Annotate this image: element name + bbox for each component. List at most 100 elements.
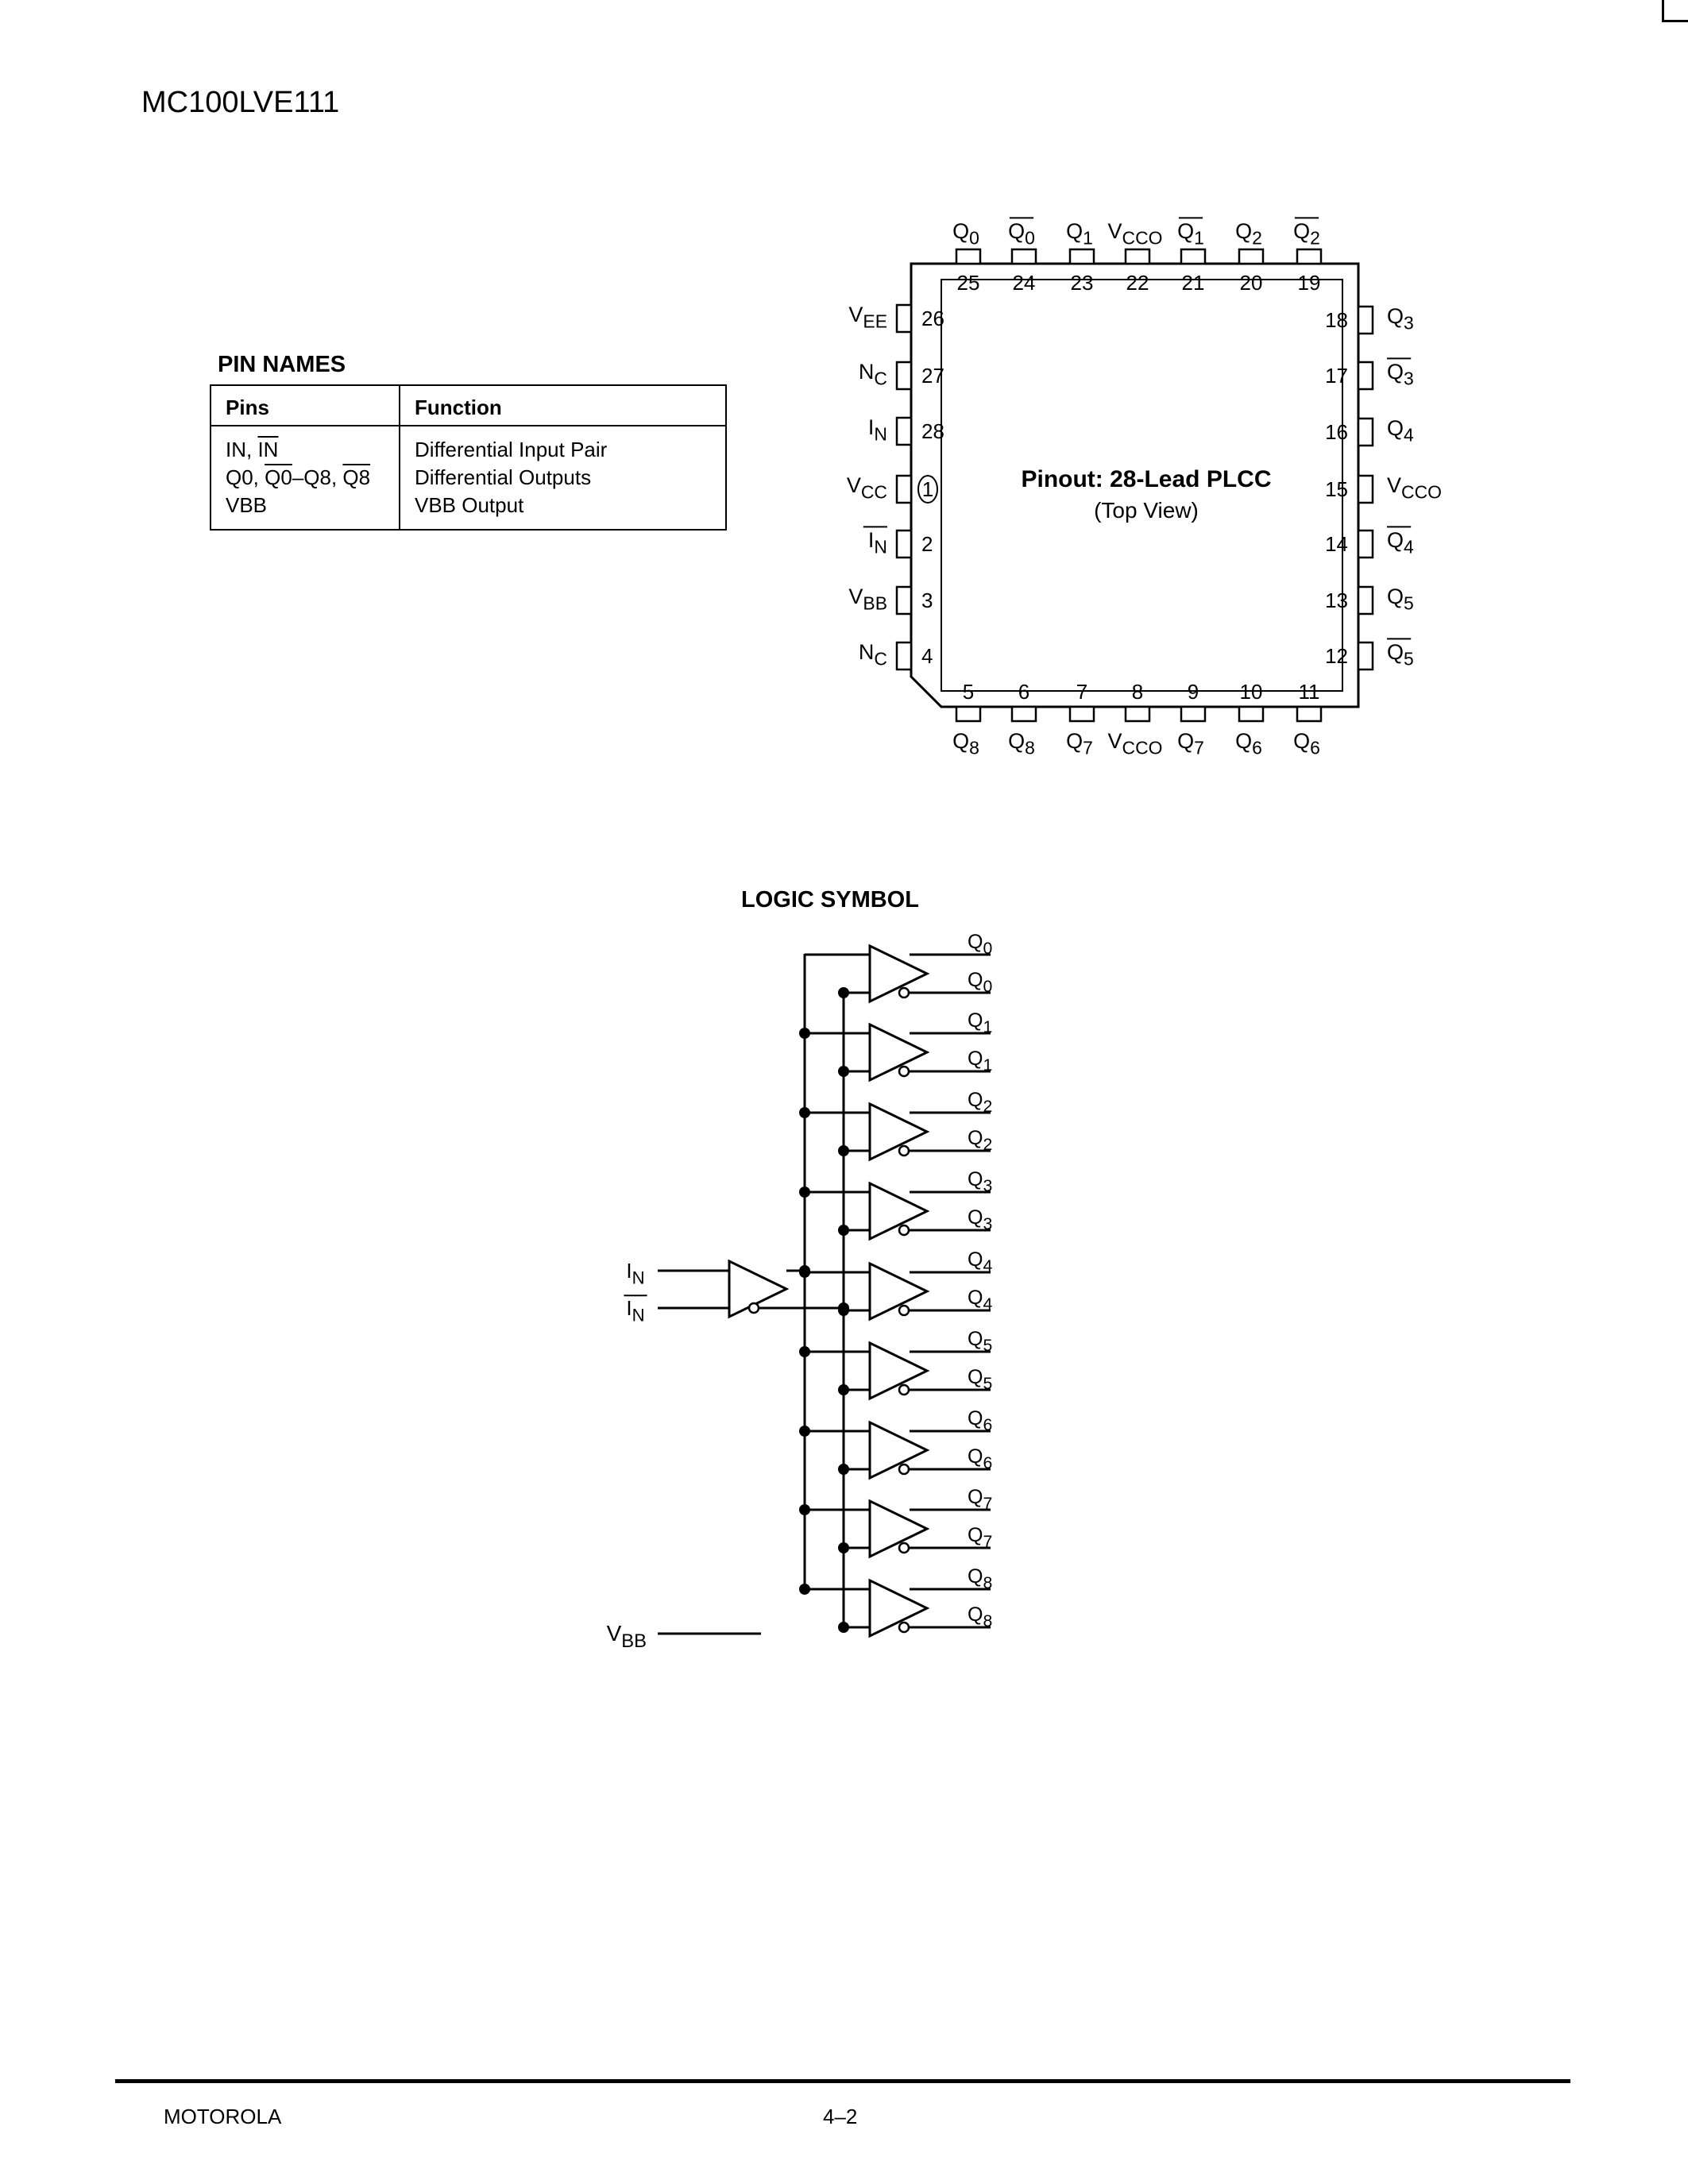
buffer-triangle [868,1261,930,1322]
pin-number: 27 [921,364,944,388]
inversion-bubble [898,1144,910,1157]
inversion-bubble [898,1065,910,1078]
q-output-label: Q3 [968,1168,992,1195]
q-bar-output-label: Q0 [968,969,992,996]
pin-lead [895,416,913,446]
pin-lead [1357,585,1374,615]
q-bar-output-label: Q5 [968,1366,992,1393]
pin-label: VEE [848,303,887,332]
pin-lead [955,248,982,265]
pin-lead [1357,529,1374,559]
pins-row-1: IN, IN [226,438,279,461]
q-output-label: Q7 [968,1486,992,1513]
pin-number: 18 [1325,308,1348,332]
inversion-bubble [898,1224,910,1237]
pin-lead [895,641,913,671]
pin-label: Q1 [1066,219,1093,249]
pin-lead [1357,361,1374,391]
pin-lead [955,705,982,723]
pin-bottom-7: 7Q7 [1066,680,1095,758]
pin-bottom-6: 6Q8 [1008,680,1037,758]
pin-lead [1180,248,1207,265]
pin-number: 13 [1325,588,1348,612]
pin-lead [1010,705,1037,723]
pin-left-2: 2IN [863,526,933,559]
q-output-label: Q1 [968,1009,992,1036]
pin-lead [895,303,913,334]
pin-lead [1357,641,1374,671]
pin-label: Q4 [1387,416,1414,446]
function-row-1: Differential Input Pair [415,438,608,461]
q-bar-output-label: Q4 [968,1287,992,1314]
q-bar-output-label: Q8 [968,1603,992,1630]
footer-brand: MOTOROLA [164,2105,282,2128]
q-output-label: Q5 [968,1328,992,1355]
buffer-triangle [868,1102,930,1162]
page-header-part-number: MC100LVE111 [141,86,340,119]
pin-label: VCCO [1108,729,1163,758]
buffer-triangle [868,1578,930,1638]
pin-top-23: 23 Q1 [1066,219,1095,295]
pin-number: 16 [1325,420,1348,444]
buffer-triangle [728,1259,790,1319]
pin-number: 24 [1013,271,1036,295]
pin-label: VBB [848,585,887,614]
pin-lead [1357,474,1374,504]
logic-symbol-diagram: ININVBBQ0Q0Q1Q1Q2Q2Q3Q3Q4Q4Q5Q5Q6Q6Q7Q7Q… [607,931,993,1652]
footer-rule [115,2079,1570,2083]
pins-row-3: VBB [226,493,268,517]
pin-one-marker [917,475,938,504]
junction-dot [799,1426,810,1437]
pin-label: Q8 [952,729,979,758]
pin-left-4: 4NC [859,640,933,671]
q-bar-output-label: Q2 [968,1127,992,1154]
junction-dot [838,1622,849,1633]
pin-lead [1238,248,1265,265]
q-bar-output-label: Q6 [968,1445,992,1472]
pin-label: VCCO [1387,473,1442,503]
pin-label: Q5 [1387,640,1414,669]
pin-number: 17 [1325,364,1348,388]
pin-label: VCCO [1108,219,1163,249]
junction-dot [838,1145,849,1156]
pin-lead [1238,705,1265,723]
q-bar-output-label: Q7 [968,1524,992,1551]
column-header-function: Function [399,385,726,426]
crop-corner-mark [1662,0,1688,22]
junction-dot [838,1464,849,1475]
pin-lead [1124,248,1151,265]
pinout-subtitle: (Top View) [1094,498,1199,523]
function-cell: Differential Input Pair Differential Out… [399,426,726,530]
junction-dot [838,1225,849,1236]
pin-lead [895,529,913,559]
pin-number: 23 [1071,271,1094,295]
buffer-triangle [868,1181,930,1241]
pin-number: 6 [1018,680,1029,704]
pin-label: Q3 [1387,360,1414,389]
logic-symbol-title: LOGIC SYMBOL [741,887,919,913]
buffer-triangle [868,1420,930,1480]
pin-label: Q6 [1293,729,1320,758]
junction-dot [838,987,849,998]
pin-number: 5 [963,680,974,704]
pin-number: 1 [922,477,933,501]
q-output-label: Q0 [968,931,992,958]
buffer-triangle [868,1341,930,1401]
buffer-triangle [868,943,930,1004]
pin-label: Q3 [1387,304,1414,334]
pin-label: Q2 [1293,219,1320,249]
